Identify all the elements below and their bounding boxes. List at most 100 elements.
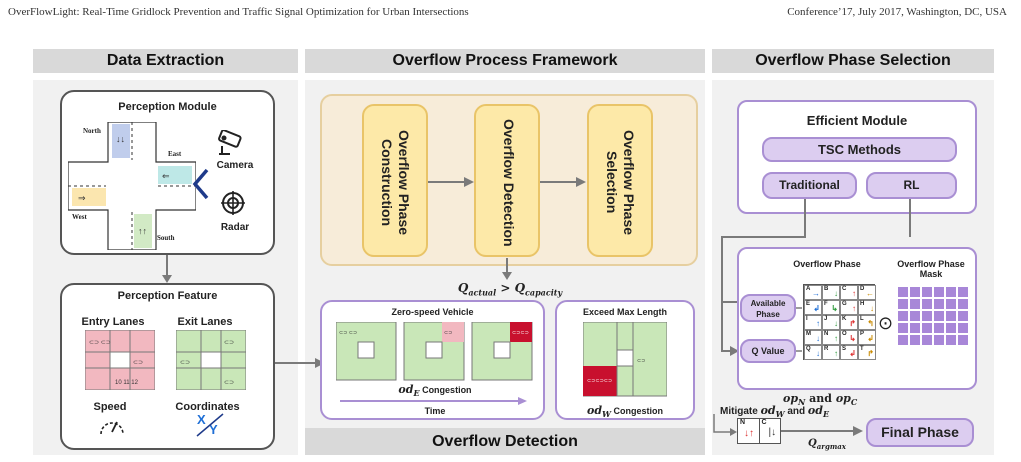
time-arrow bbox=[340, 397, 527, 405]
step-overflow-detection-label: Overflow Detection bbox=[501, 118, 517, 247]
phase-direction-icon: ↑ bbox=[834, 334, 838, 343]
svg-text:⊂⊃ ⊂⊃: ⊂⊃ ⊂⊃ bbox=[89, 340, 111, 346]
phase-cell: M↓ bbox=[804, 330, 822, 345]
phase-direction-icon: ↲ bbox=[849, 349, 856, 358]
phase-cell-letter: S bbox=[842, 346, 847, 352]
condition-rhs: Q bbox=[514, 281, 526, 295]
phase-cell: I↑ bbox=[804, 315, 822, 330]
phase-cell-letter: P bbox=[860, 331, 865, 337]
mask-cell bbox=[933, 298, 945, 310]
condition-lhs: Q bbox=[457, 281, 469, 295]
phase-direction-icon: ↳ bbox=[831, 304, 838, 313]
svg-text:⊂⊃: ⊂⊃ bbox=[224, 340, 234, 346]
mitigate-text: Mitigate bbox=[720, 406, 761, 417]
phase-cell: O↳ bbox=[840, 330, 858, 345]
phase-direction-icon: ↓ bbox=[834, 289, 838, 298]
step-phase-construction: Overflow Phase Construction bbox=[362, 104, 428, 257]
condition-rhs-sub: capacity bbox=[525, 287, 563, 298]
mask-cell bbox=[957, 310, 969, 322]
overflow-phase-title: Overflow Phase bbox=[793, 259, 861, 269]
phase-cell-letter: E bbox=[806, 301, 811, 307]
overflow-phase-mask-title: Overflow Phase Mask bbox=[897, 259, 965, 279]
arrow-framework-to-condition bbox=[502, 258, 512, 280]
perception-module: Perception Module bbox=[60, 90, 275, 255]
svg-text:⇐: ⇐ bbox=[162, 171, 170, 181]
overflow-phase-grid: A→B↓C↑D←E↲F↳G↑H↓I↑J↓K↱L↰M↓N↑O↳P↲Q↓R↑S↲T↱ bbox=[803, 284, 876, 360]
label-east: East bbox=[168, 150, 182, 158]
hadamard-operator: ⊙ bbox=[878, 313, 894, 334]
mask-cell bbox=[921, 298, 933, 310]
mask-cell bbox=[945, 310, 957, 322]
od-w-symbol: od bbox=[586, 404, 603, 417]
op-c-symbol: op bbox=[835, 392, 851, 405]
phase-cell: F↳ bbox=[822, 300, 840, 315]
step-phase-selection-label: Overflow Phase Selection bbox=[604, 129, 637, 236]
mask-cell bbox=[897, 298, 909, 310]
exit-lanes-label: Exit Lanes bbox=[177, 316, 233, 328]
q-argmax-sub: argmax bbox=[816, 442, 846, 451]
arrow-module-to-feature bbox=[162, 255, 172, 283]
mask-cell bbox=[921, 334, 933, 346]
svg-text:10 11 12: 10 11 12 bbox=[115, 380, 139, 386]
mitigate-od-e: od bbox=[807, 404, 823, 417]
phase-direction-icon: ↲ bbox=[813, 304, 820, 313]
mask-cell bbox=[921, 310, 933, 322]
phase-n-cell: N ↓↑ bbox=[738, 419, 760, 443]
phase-cell-letter: T bbox=[860, 346, 864, 352]
final-phase-box: Final Phase bbox=[866, 418, 974, 447]
running-header-venue: Conference’17, July 2017, Washington, DC… bbox=[787, 6, 1007, 18]
phase-cell: J↓ bbox=[822, 315, 840, 330]
phase-cell: C↑ bbox=[840, 285, 858, 300]
phase-direction-icon: ↓ bbox=[870, 304, 874, 313]
phase-direction-icon: ↓ bbox=[816, 349, 820, 358]
coordinates-icon bbox=[196, 413, 224, 437]
step-phase-selection: Overflow Phase Selection bbox=[587, 104, 653, 257]
od-e-symbol: od bbox=[398, 383, 414, 396]
svg-text:⊂⊃: ⊂⊃ bbox=[133, 360, 143, 366]
phase-cell: K↱ bbox=[840, 315, 858, 330]
od-e-congestion-text: Congestion bbox=[419, 385, 472, 395]
camera-label: Camera bbox=[216, 160, 254, 171]
phase-cell-letter: O bbox=[842, 331, 847, 337]
phase-cell: P↲ bbox=[858, 330, 876, 345]
phase-cell: S↲ bbox=[840, 345, 858, 360]
mitigate-od-e-sub: E bbox=[822, 409, 830, 419]
op-n-symbol: op bbox=[783, 392, 799, 405]
phase-n-letter: N bbox=[740, 419, 746, 426]
mask-cell bbox=[945, 298, 957, 310]
phase-cell: R↑ bbox=[822, 345, 840, 360]
time-label: Time bbox=[424, 406, 446, 416]
overflow-phase-mask-grid bbox=[897, 286, 969, 346]
arrow-to-final-phase bbox=[781, 426, 863, 436]
phase-c-cell: C |↓ bbox=[760, 419, 781, 443]
mask-cell bbox=[933, 310, 945, 322]
phase-cell: T↱ bbox=[858, 345, 876, 360]
svg-text:⊂⊃⊂⊃⊂⊃: ⊂⊃⊂⊃⊂⊃ bbox=[587, 378, 612, 384]
intersection-map: ↓↓ ⇐ ⇒ ↑↑ bbox=[68, 122, 196, 250]
mask-cell bbox=[897, 334, 909, 346]
condition-lhs-sub: actual bbox=[468, 287, 497, 298]
efficient-connectors bbox=[721, 199, 911, 356]
exit-lanes-map: ⊂⊃ ⊂⊃ ⊂⊃ bbox=[176, 330, 246, 390]
mask-cell bbox=[921, 286, 933, 298]
label-north: North bbox=[83, 127, 101, 135]
mask-cell bbox=[933, 286, 945, 298]
overflow-detection-label: Overflow Detection bbox=[305, 428, 705, 455]
phase-cell: Q↓ bbox=[804, 345, 822, 360]
section-framework: Overflow Process Framework bbox=[305, 49, 705, 73]
mask-cell bbox=[933, 334, 945, 346]
mask-cell bbox=[945, 322, 957, 334]
phase-cell-letter: N bbox=[824, 331, 829, 337]
phase-direction-icon: ↱ bbox=[849, 319, 856, 328]
perception-module-title: Perception Module bbox=[118, 101, 217, 113]
svg-text:⊂⊃: ⊂⊃ bbox=[444, 330, 452, 336]
phase-cell-letter: Q bbox=[806, 346, 811, 352]
mask-cell bbox=[909, 286, 921, 298]
phase-c-arrows-icon: |↓ bbox=[768, 427, 777, 438]
op-n-sub: N bbox=[798, 397, 806, 408]
camera-icon bbox=[218, 130, 242, 155]
mask-cell bbox=[945, 334, 957, 346]
label-west: West bbox=[72, 213, 87, 221]
condition-formula: Qactual > Qcapacity bbox=[440, 281, 580, 297]
entry-lanes-map: ⊂⊃ ⊂⊃ ⊂⊃ 10 11 12 bbox=[85, 330, 155, 390]
